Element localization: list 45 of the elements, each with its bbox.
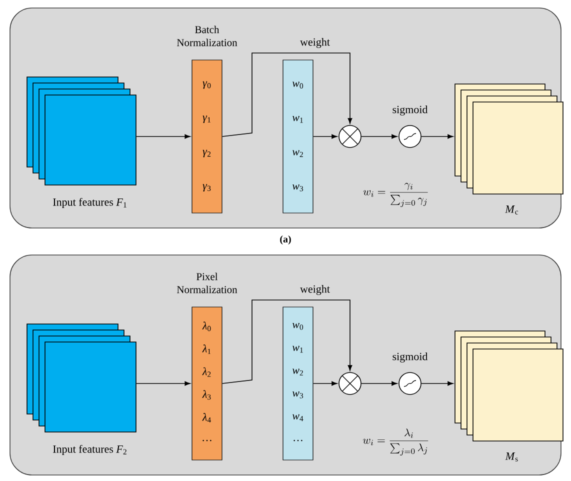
operation-label: sigmoid [392, 352, 428, 362]
arrow [361, 381, 398, 386]
formula: $w_i = \frac{\gamma_i}{\sum_{j=0}\gamma_j}$ [363, 182, 428, 208]
operation-label: sigmoid [392, 106, 428, 116]
vector-entry: w$_{3}$ [292, 184, 304, 192]
column-heading: Batch Normalization [176, 26, 238, 46]
vector-entry: w$_{2}$ [292, 368, 303, 376]
vector-entry: w$_{2}$ [292, 150, 303, 157]
arrow [222, 52, 352, 137]
arrow [421, 381, 454, 386]
vector-entry: w$_{0}$ [292, 82, 304, 88]
vector-entry: λ$_{0}$ [202, 322, 211, 332]
vector-entry: λ$_{1}$ [202, 344, 211, 354]
edge-label: weight [299, 284, 331, 296]
vector-entry: λ$_{2}$ [202, 367, 211, 377]
arrow [136, 134, 190, 139]
multiply-symbol [338, 125, 362, 148]
vector-entry: … [202, 440, 212, 442]
vector-entry: w$_{1}$ [292, 116, 303, 123]
arrow [421, 134, 454, 139]
vector-entry: γ$_{0}$ [202, 81, 211, 89]
vector-entry: … [294, 440, 302, 442]
arrow [222, 300, 352, 384]
edge-label: weight [299, 37, 331, 49]
feature-map-label: M$_{c}$ [505, 206, 518, 214]
vector-entry: λ$_{4}$ [202, 413, 211, 422]
feature-map-label: M$_{s}$ [505, 452, 518, 462]
feature-map-label: Input features F$_{1}$ [53, 198, 126, 208]
vector-entry: w$_{3}$ [292, 392, 304, 398]
vector-entry: γ$_{1}$ [202, 116, 210, 124]
formula: $w_i = \frac{\lambda_i}{\sum_{j=0}\lambda_j}$ [362, 428, 428, 456]
column-heading: Pixel Normalization [176, 272, 238, 294]
vector-entry: w$_{0}$ [292, 323, 304, 330]
arrow [312, 134, 338, 139]
vector-entry: γ$_{3}$ [202, 184, 211, 192]
vector-entry: w$_{4}$ [292, 414, 304, 422]
arrow [312, 381, 338, 386]
vector-entry: w$_{1}$ [292, 346, 303, 353]
vector-entry: γ$_{2}$ [202, 150, 211, 158]
panel-caption: (a) [280, 235, 291, 245]
arrow [136, 381, 190, 386]
vector-entry: λ$_{3}$ [202, 390, 211, 400]
multiply-symbol [338, 372, 362, 395]
feature-map-label: Input features F$_{2}$ [53, 444, 126, 456]
arrow [361, 134, 398, 139]
